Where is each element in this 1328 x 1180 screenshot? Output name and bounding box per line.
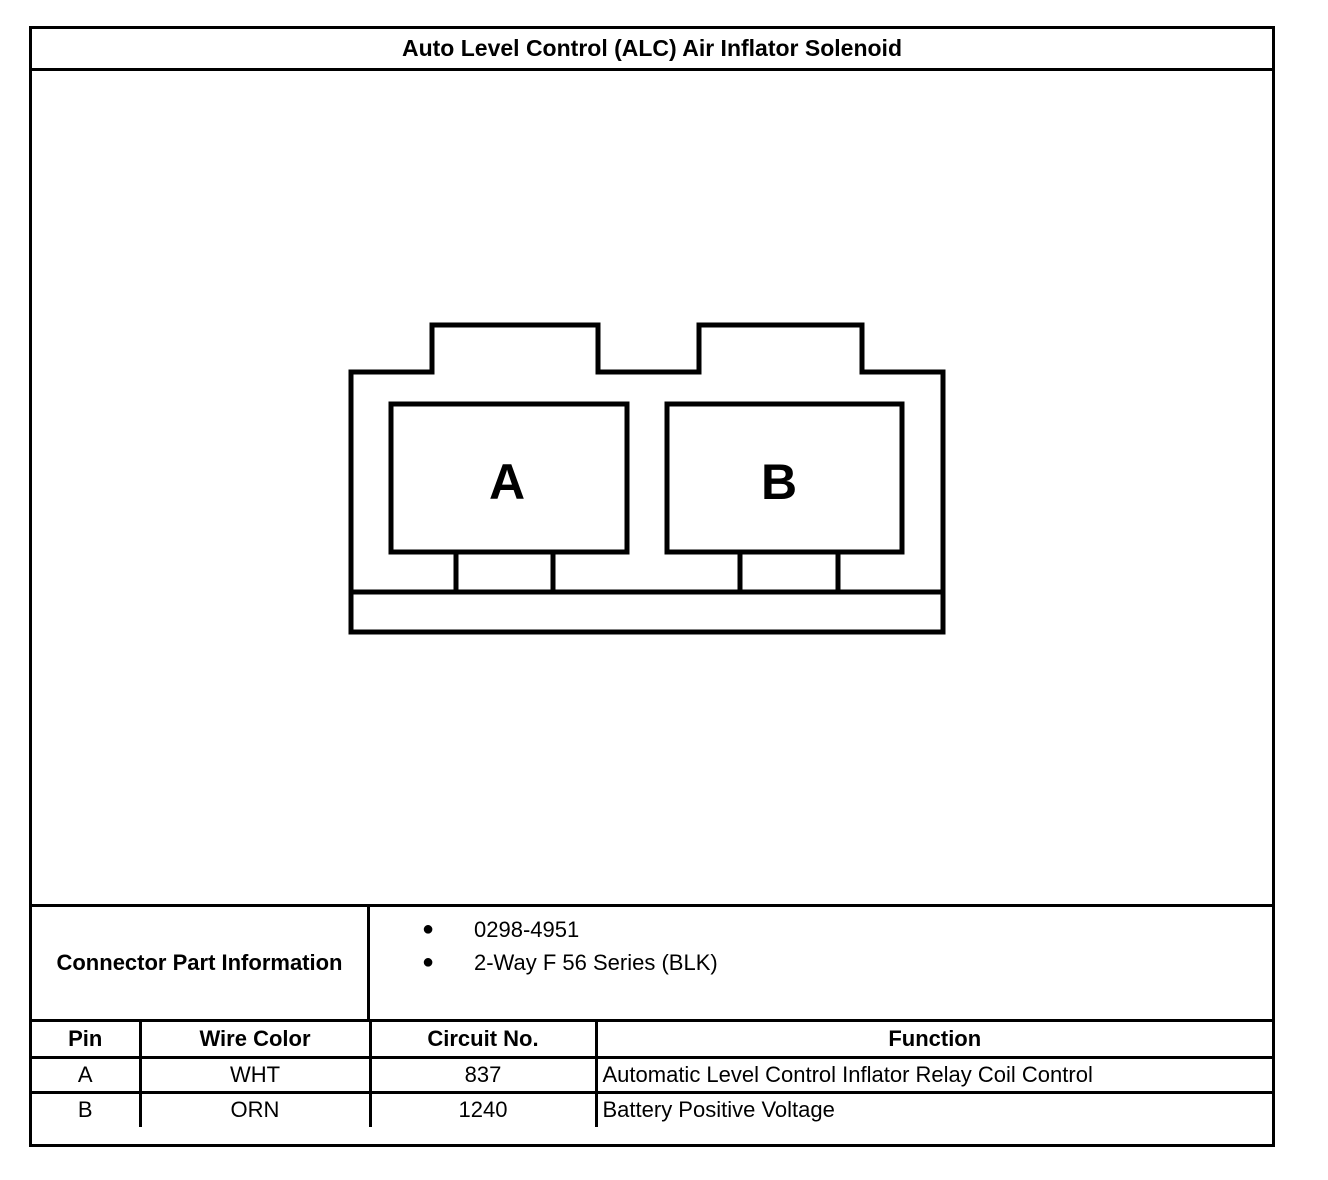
bullet-icon: ● <box>422 918 435 940</box>
connector-series: 2-Way F 56 Series (BLK) <box>474 949 718 975</box>
wire-color-cell: WHT <box>138 1055 372 1094</box>
connector-part-info: Connector Part Information ● 0298-4951 ●… <box>32 904 1272 1022</box>
connector-diagram-area: A B <box>32 71 1272 904</box>
function-cell: Battery Positive Voltage <box>594 1090 1272 1127</box>
part-info-item: ● 0298-4951 <box>422 913 1272 946</box>
function-cell: Automatic Level Control Inflator Relay C… <box>594 1055 1272 1094</box>
connector-sheet: Auto Level Control (ALC) Air Inflator So… <box>29 26 1275 1147</box>
part-info-item: ● 2-Way F 56 Series (BLK) <box>422 946 1272 979</box>
pin-cell: A <box>32 1055 142 1094</box>
pin-table: Pin Wire Color Circuit No. Function A WH… <box>32 1022 1272 1127</box>
part-number: 0298-4951 <box>474 916 580 942</box>
bullet-icon: ● <box>422 951 435 973</box>
wire-color-cell: ORN <box>138 1090 372 1127</box>
cavity-b-outline <box>664 401 905 555</box>
header-function: Function <box>594 1022 1272 1059</box>
cavity-a-label: A <box>489 454 525 510</box>
sheet-title: Auto Level Control (ALC) Air Inflator So… <box>32 29 1272 71</box>
connector-housing-outline <box>348 322 946 635</box>
circuit-cell: 1240 <box>368 1090 598 1127</box>
connector-face-diagram: A B <box>348 322 946 635</box>
header-pin: Pin <box>32 1022 142 1059</box>
part-info-list: ● 0298-4951 ● 2-Way F 56 Series (BLK) <box>370 907 1272 1019</box>
pin-cell: B <box>32 1090 142 1127</box>
header-circuit: Circuit No. <box>368 1022 598 1059</box>
table-row: B ORN 1240 Battery Positive Voltage <box>32 1090 1272 1127</box>
circuit-cell: 837 <box>368 1055 598 1094</box>
part-info-label: Connector Part Information <box>32 907 370 1019</box>
cavity-a-outline <box>388 401 630 555</box>
table-row: A WHT 837 Automatic Level Control Inflat… <box>32 1055 1272 1094</box>
cavity-b-label: B <box>761 454 797 510</box>
pin-table-header: Pin Wire Color Circuit No. Function <box>32 1022 1272 1059</box>
header-wire-color: Wire Color <box>138 1022 372 1059</box>
